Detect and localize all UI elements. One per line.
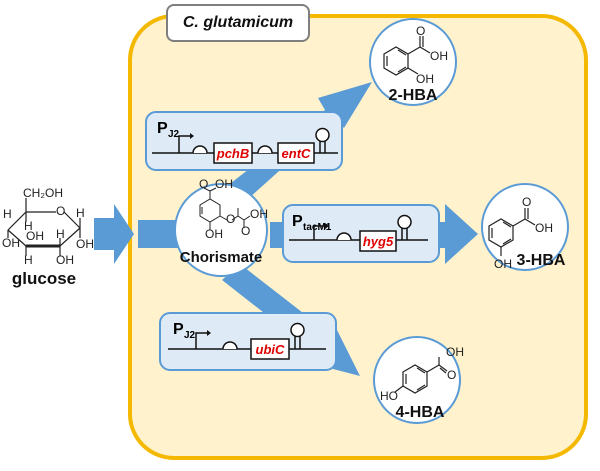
chorismate-node: O OH OH O OH O Chorismate [174,177,268,277]
svg-text:OH: OH [56,253,74,267]
gene-label: ubiC [256,342,285,357]
glucose-structure: CH₂OH O H H H OH H OH OH H OH glucose [2,186,94,288]
arrow-glucose-to-cell [94,204,134,264]
svg-text:O: O [447,368,456,382]
product-3hba: O OH OH 3-HBA [481,183,569,271]
svg-text:CH₂OH: CH₂OH [23,186,63,200]
rbs-icon [222,341,238,350]
promoter-label: P [292,213,303,230]
svg-text:OH: OH [250,207,268,221]
terminator-icon [397,214,412,230]
svg-text:O: O [226,212,235,226]
promoter-label: P [157,120,168,137]
svg-text:H: H [24,253,33,267]
svg-text:O: O [241,224,250,238]
rbs-icon [336,232,352,241]
arrow-into-chorismate [138,220,180,248]
rbs-icon [192,145,208,154]
svg-text:O: O [56,204,65,218]
svg-text:H: H [24,219,33,233]
terminator-icon [315,127,330,143]
promoter-arrow-icon [313,225,325,240]
svg-text:H: H [3,207,12,221]
svg-text:OH: OH [430,49,448,63]
promoter-arrow-icon [195,332,207,349]
promoter-sub: J2 [184,330,196,341]
svg-text:OH: OH [446,345,464,359]
promoter-sub: tacM1 [303,222,332,233]
svg-text:OH: OH [494,257,512,271]
svg-text:H: H [76,206,85,220]
glucose-label: glucose [12,269,76,288]
svg-text:OH: OH [416,72,434,86]
svg-text:HO: HO [380,389,398,403]
rbs-icon [257,145,273,154]
product-2hba: O OH OH 2-HBA [369,18,457,106]
svg-text:OH: OH [215,177,233,191]
product-4hba: OH O HO 4-HBA [373,336,464,424]
svg-text:O: O [522,195,531,209]
gene-label: hyg5 [363,234,394,249]
promoter-arrow-icon [178,135,190,153]
svg-text:OH: OH [535,221,553,235]
svg-text:H: H [56,227,65,241]
organism-label: C. glutamicum [166,4,310,42]
svg-text:O: O [416,24,425,38]
gene-label: entC [282,146,312,161]
svg-text:OH: OH [205,227,223,241]
cassette-ubiC: P J2 ubiC [159,312,337,371]
terminator-icon [290,322,305,338]
svg-text:OH: OH [2,236,20,250]
svg-text:OH: OH [26,229,44,243]
chorismate-label: Chorismate [180,249,263,266]
gene-label: pchB [216,146,250,161]
promoter-label: P [173,321,184,338]
svg-text:OH: OH [76,237,94,251]
cassette-pchB-entC: P J2 pchB entC [145,111,343,171]
svg-text:O: O [199,177,208,191]
cassette-hyg5: P tacM1 hyg5 [282,204,440,263]
product-label: 4-HBA [396,404,445,421]
promoter-sub: J2 [168,129,180,140]
product-label: 3-HBA [517,252,566,269]
product-label: 2-HBA [389,87,438,104]
